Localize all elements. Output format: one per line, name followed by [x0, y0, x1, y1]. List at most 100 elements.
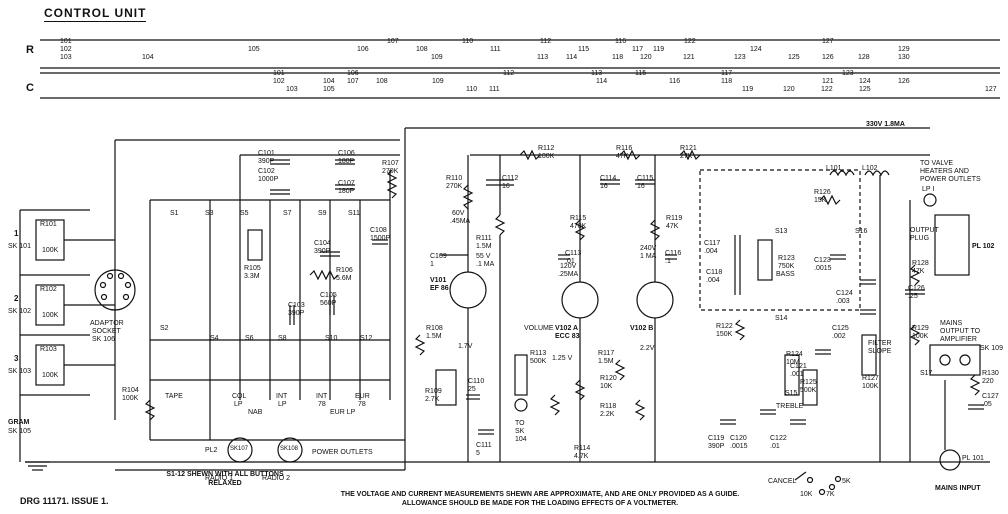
pl102-label: PL 102: [972, 243, 995, 250]
ref-label: 104: [142, 54, 154, 61]
ref-label: 110: [466, 86, 478, 93]
component-ref: R105: [244, 265, 261, 272]
component-ref: C104: [314, 240, 331, 247]
voltage-note: THE VOLTAGE AND CURRENT MEASUREMENTS SHE…: [340, 491, 740, 507]
voltage-label: 55 V: [476, 253, 491, 260]
component-ref: C113: [565, 250, 581, 257]
ref-label: 118: [612, 54, 624, 61]
component-ref: C127: [982, 393, 999, 400]
filter-slope-label: FILTER: [868, 340, 892, 347]
valve-type: EF 86: [430, 285, 449, 292]
ref-label: 124: [750, 46, 762, 53]
component-ref: C125: [832, 325, 849, 332]
ref-label: 116: [669, 78, 681, 85]
input-number: 1: [14, 229, 19, 238]
component-ref: R129: [912, 325, 929, 332]
component-value: 16: [502, 183, 510, 190]
switch-label: S3: [205, 210, 214, 217]
component-value: 16: [637, 183, 645, 190]
component-ref: R110: [446, 175, 462, 182]
input-socket-label: SK 101: [8, 243, 31, 250]
ref-label: 119: [653, 46, 665, 53]
int-lp-label: INT: [276, 393, 288, 400]
input-resistor-value: 100K: [42, 372, 59, 379]
component-ref: R104: [122, 387, 139, 394]
component-ref: C116: [665, 250, 681, 257]
adaptor-label: SOCKET: [92, 328, 122, 335]
current-label: 1 MA: [640, 253, 657, 260]
filter-position-label: 5K: [842, 478, 851, 485]
component-value: 5: [476, 450, 480, 457]
ref-label: 126: [898, 78, 910, 85]
component-value: 10K: [600, 383, 613, 390]
mains-output-label: MAINS: [940, 320, 963, 327]
radio1-label: RADIO 1: [205, 475, 233, 482]
c-row-label: C: [26, 82, 34, 94]
component-value: .01: [565, 258, 575, 265]
ref-label: 128: [858, 54, 870, 61]
component-value: .004: [706, 277, 720, 284]
component-value: 4.7K: [574, 453, 589, 460]
component-ref: R111: [476, 235, 492, 242]
component-value: 2.7K: [425, 396, 440, 403]
switch-label: S15: [785, 390, 798, 397]
filter-position-label: 10K: [800, 491, 813, 498]
component-value: 1.5M: [426, 333, 442, 340]
output-plug-label: OUTPUT: [910, 227, 940, 234]
input-resistor-value: 100K: [42, 312, 59, 319]
component-value: 470K: [570, 223, 587, 230]
component-value: .1: [665, 258, 671, 265]
ref-label: 106: [357, 46, 369, 53]
component-ref: R113: [530, 350, 546, 357]
to-valve-label: POWER OUTLETS: [920, 176, 981, 183]
component-ref: R108: [426, 325, 443, 332]
pl2-label: PL2: [205, 447, 218, 454]
current-label: .45MA: [450, 218, 471, 225]
ref-label: 129: [898, 46, 910, 53]
component-ref: R127: [862, 375, 879, 382]
component-value: .01: [770, 443, 780, 450]
component-value: 180P: [338, 158, 355, 165]
ref-label: 105: [248, 46, 260, 53]
ref-label: 103: [60, 54, 72, 61]
component-value: 3.3M: [244, 273, 260, 280]
input-resistor-label: R103: [40, 346, 57, 353]
ref-label: 121: [683, 54, 695, 61]
component-value: 100K: [122, 395, 139, 402]
switch-label: S8: [278, 335, 287, 342]
component-value: 1000P: [258, 176, 279, 183]
switch-label: S6: [245, 335, 254, 342]
adaptor-label: ADAPTOR: [90, 320, 124, 327]
ref-label: 113: [537, 54, 549, 61]
component-ref: R117: [598, 350, 614, 357]
ref-label: 117: [632, 46, 644, 53]
sk107-label: SK107: [230, 446, 249, 452]
component-value: 1.5M: [476, 243, 492, 250]
input-resistor-label: R101: [40, 221, 57, 228]
input-socket-label: SK 103: [8, 368, 31, 375]
ref-label: 130: [898, 54, 910, 61]
filter-slope-label: SLOPE: [868, 348, 892, 355]
component-ref: C122: [770, 435, 787, 442]
component-ref: R109: [425, 388, 442, 395]
component-value: 1.5M: [598, 358, 614, 365]
component-ref: L102: [862, 165, 878, 172]
eur-78-label: 78: [358, 401, 366, 408]
component-value: 180P: [338, 188, 355, 195]
voltage-label: 2.2V: [640, 345, 655, 352]
component-value: 15K: [814, 197, 827, 204]
nab-label: NAB: [248, 409, 263, 416]
to-valve-label: TO VALVE: [920, 160, 953, 167]
switch-label: S14: [775, 315, 788, 322]
sk108-label: SK108: [280, 446, 299, 452]
component-value: 16: [600, 183, 608, 190]
voltage-label: 1.7V: [458, 343, 473, 350]
col-lp-label: COL: [232, 393, 247, 400]
input-number: 3: [14, 354, 19, 363]
component-value: 100K: [538, 153, 555, 160]
component-ref: R121: [680, 145, 697, 152]
component-ref: C110: [468, 378, 484, 385]
component-ref: C124: [836, 290, 853, 297]
voltage-label: 1.25 V: [552, 355, 573, 362]
